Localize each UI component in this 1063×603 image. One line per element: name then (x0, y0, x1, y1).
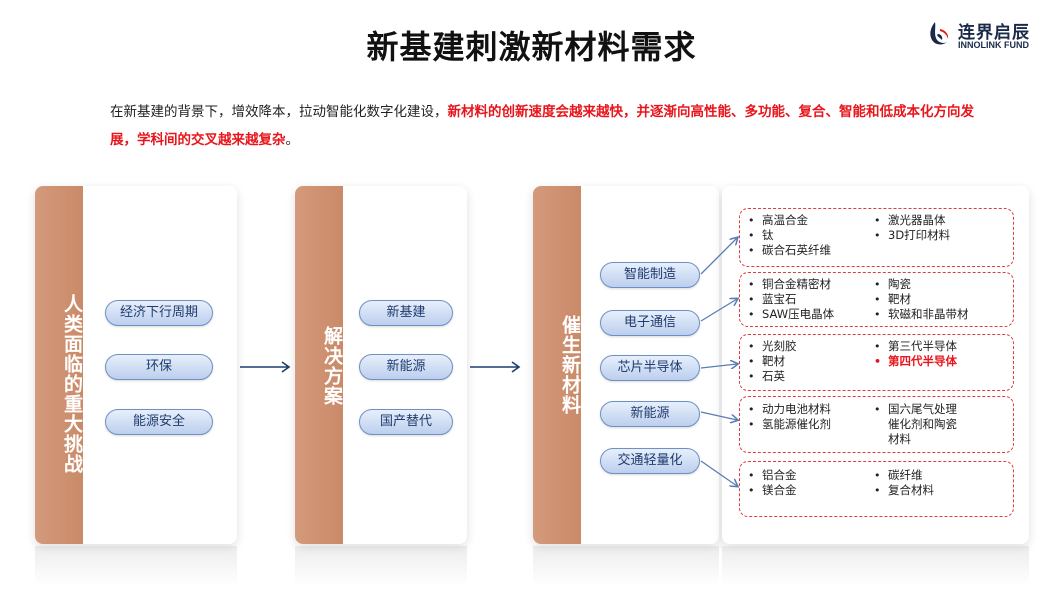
solution-item: 新基建 (359, 300, 453, 326)
material-item: 光刻胶 (748, 339, 797, 354)
material-item: 碳纤维 (874, 468, 934, 483)
category-item: 电子通信 (600, 310, 700, 336)
challenge-item: 经济下行周期 (105, 300, 213, 326)
intro-end: 。 (285, 132, 300, 148)
material-item: 钛 (748, 228, 831, 243)
panel-challenges-heading: 人类面临的重大挑战 (61, 294, 83, 474)
intro-paragraph: 在新基建的背景下，增效降本，拉动智能化数字化建设，新材料的创新速度会越来越快，并… (110, 98, 990, 154)
logo-text-en: INNOLINK FUND (958, 40, 1029, 50)
material-item: 石英 (748, 369, 797, 384)
company-logo: 连界启辰 INNOLINK FUND (926, 16, 1056, 56)
category-item: 智能制造 (600, 262, 700, 288)
page-title: 新基建刺激新材料需求 (366, 28, 697, 66)
materials-group-lightweight-transport: 铝合金 镁合金 碳纤维 复合材料 (739, 461, 1014, 517)
material-item: 靶材 (748, 354, 797, 369)
material-item: 靶材 (874, 292, 969, 307)
material-item: 蓝宝石 (748, 292, 834, 307)
connector-arrow (700, 460, 737, 486)
connector-arrow (700, 299, 737, 322)
challenge-item: 环保 (105, 354, 213, 380)
panel-reflection (533, 546, 719, 586)
material-item: 动力电池材料 (748, 402, 831, 417)
material-item: 复合材料 (874, 483, 934, 498)
material-item: 第三代半导体 (874, 339, 957, 354)
materials-group-new-energy: 动力电池材料 氢能源催化剂 国六尾气处理 催化剂和陶瓷 材料 (739, 396, 1014, 453)
materials-group-semiconductors: 光刻胶 靶材 石英 第三代半导体 第四代半导体 (739, 334, 1014, 391)
material-item: 铜合金精密材 (748, 277, 834, 292)
material-item-continued: 材料 (888, 432, 911, 446)
connector-arrow (700, 238, 737, 275)
materials-group-electronics: 铜合金精密材 蓝宝石 SAW压电晶体 陶瓷 靶材 软磁和非晶带材 (739, 272, 1014, 327)
material-item: 镁合金 (748, 483, 797, 498)
material-item: SAW压电晶体 (748, 307, 834, 322)
solution-item: 国产替代 (359, 409, 453, 435)
flow-arrow-icon (470, 361, 521, 373)
material-item: 碳合石英纤维 (748, 243, 831, 258)
category-item: 新能源 (600, 401, 700, 427)
panel-new-materials-strip: 催生新材料 (533, 186, 581, 544)
panel-challenges-strip: 人类面临的重大挑战 (35, 186, 83, 544)
category-item: 芯片半导体 (600, 355, 700, 381)
panel-reflection (295, 546, 467, 586)
materials-group-smart-manufacturing: 高温合金 钛 碳合石英纤维 激光器晶体 3D打印材料 (739, 208, 1014, 267)
panel-reflection (722, 546, 1029, 586)
panel-reflection (35, 546, 237, 586)
material-item: 软磁和非晶带材 (874, 307, 969, 322)
category-item: 交通轻量化 (600, 448, 700, 474)
panel-solutions: 解决方案 新基建 新能源 国产替代 (295, 186, 467, 544)
material-item: 陶瓷 (874, 277, 969, 292)
material-item: 高温合金 (748, 213, 831, 228)
panel-solutions-heading: 解决方案 (321, 326, 343, 406)
challenge-item: 能源安全 (105, 409, 213, 435)
panel-challenges: 人类面临的重大挑战 经济下行周期 环保 能源安全 (35, 186, 237, 544)
flow-arrow-icon (240, 361, 291, 373)
material-item: 国六尾气处理 (874, 402, 957, 417)
logo-text-cn: 连界启辰 (958, 23, 1030, 43)
logo-mark-icon (930, 22, 949, 45)
panel-new-materials-heading: 催生新材料 (559, 315, 581, 415)
material-item: 氢能源催化剂 (748, 417, 831, 432)
material-item-continued: 催化剂和陶瓷 (888, 417, 957, 431)
material-item-highlight: 第四代半导体 (874, 354, 957, 369)
material-item: 3D打印材料 (874, 228, 950, 243)
connector-arrow (700, 411, 737, 420)
solution-item: 新能源 (359, 354, 453, 380)
panel-solutions-strip: 解决方案 (295, 186, 343, 544)
intro-text: 在新基建的背景下，增效降本，拉动智能化数字化建设， (110, 104, 448, 120)
intro-highlight: 新材料的创新速度会越来越快，并逐渐向高性能、多功能、复合、智能和低成本化方向发展… (110, 104, 974, 148)
material-item: 铝合金 (748, 468, 797, 483)
connector-arrow (700, 364, 737, 368)
material-item: 激光器晶体 (874, 213, 950, 228)
